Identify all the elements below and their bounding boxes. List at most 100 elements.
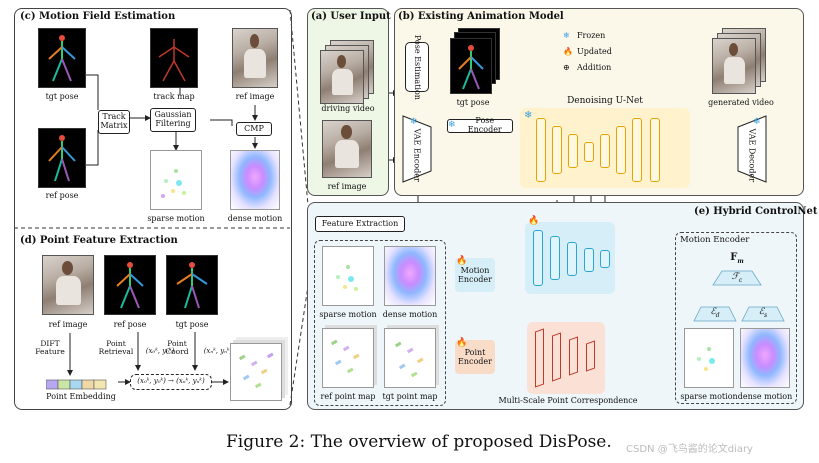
controlnet-flame-icon: 🔥 — [528, 216, 540, 226]
unet-block-7 — [632, 118, 642, 182]
multi-scale-block-2 — [552, 332, 561, 382]
vae-encoder-snowflake-icon: ❄ — [410, 117, 418, 127]
panel-e-title: (e) Hybrid ControlNet — [694, 206, 818, 217]
controlnet-block-5 — [600, 250, 610, 268]
ref-image-a-label: ref image — [327, 182, 367, 191]
sparse-motion-image-me — [684, 328, 734, 388]
tgt-pose-image-d — [166, 255, 218, 315]
multi-scale-label: Multi-Scale Point Correspondence — [498, 396, 638, 405]
pose-estimation-box: Pose Estimation — [405, 34, 429, 100]
pose-encoder-label: Pose Encoder — [467, 116, 502, 134]
sparse-motion-image-e — [322, 246, 374, 306]
legend-addition: ⊕Addition — [563, 60, 612, 76]
vae-encoder-label: VAE Encoder — [412, 128, 422, 182]
tgt-point-map — [384, 328, 436, 388]
track-map-label: track map — [153, 92, 195, 101]
controlnet-block-1 — [533, 230, 543, 286]
es-label: ℰs — [758, 307, 768, 319]
motion-encoder-flame-icon: 🔥 — [456, 256, 468, 266]
point-retrieval-label: Point Retrieval — [98, 339, 134, 357]
point-coord-label: Point Coord — [165, 339, 189, 357]
motion-encoder-label: Motion Encoder — [458, 265, 492, 284]
unet-snowflake-icon: ❄ — [524, 110, 533, 121]
unet-block-8 — [650, 118, 660, 182]
dift-feature-label: DIFT Feature — [35, 339, 65, 357]
unet-block-5 — [600, 134, 610, 168]
controlnet-block-2 — [550, 236, 560, 280]
tgt-pose-label-d: tgt pose — [175, 320, 209, 329]
watermark: CSDN @飞鸟酱的论文diary — [626, 444, 753, 455]
ref-pose-label-c: ref pose — [45, 191, 79, 200]
vae-decoder-label: VAE Decoder — [747, 128, 757, 183]
dense-motion-image-me — [740, 328, 790, 388]
coord-ref-label: (x₀ᵏ, y₀ᵏ) — [145, 347, 175, 355]
point-encoder-box: 🔥 Point Encoder — [455, 338, 495, 374]
snowflake-icon: ❄ — [563, 31, 570, 40]
unet-block-1 — [536, 118, 546, 182]
dense-motion-label-e: dense motion — [382, 310, 438, 319]
unet-block-6 — [616, 126, 626, 174]
sparse-motion-label-c: sparse motion — [147, 214, 205, 223]
ref-image-d — [42, 255, 94, 315]
vae-decoder-shape — [737, 115, 767, 183]
fm-label: Fm — [730, 252, 744, 265]
track-map-image — [150, 28, 198, 88]
pose-estimation-label: Pose Estimation — [413, 34, 423, 100]
ed-trapezoid — [693, 306, 737, 322]
point-embedding-label: Point Embedding — [46, 392, 116, 401]
pose-encoder-snowflake-icon: ❄ — [448, 120, 456, 131]
dense-motion-label-c: dense motion — [227, 214, 283, 223]
unet-block-3 — [568, 134, 578, 168]
coord-tgt-label: (xₙᵏ, yₙᵏ) — [203, 347, 233, 355]
dense-motion-label-me: dense motion — [737, 392, 793, 401]
ref-image-c-label: ref image — [235, 92, 275, 101]
tgt-pose-image — [38, 28, 86, 88]
motion-encoder-detail-box — [675, 232, 797, 404]
denoising-unet-label: Denoising U-Net — [567, 96, 643, 106]
feature-maps-dashed-box — [314, 240, 446, 406]
panel-d-title: (d) Point Feature Extraction — [20, 235, 178, 246]
ref-point-map-label: ref point map — [320, 392, 376, 401]
panel-c-title: (c) Motion Field Estimation — [20, 11, 176, 22]
point-mapping-box: (x₀ᵏ, y₀ᵏ) → (xₙᵏ, yₙᵏ) — [130, 374, 212, 390]
ref-pose-image-c — [38, 128, 86, 188]
point-encoder-flame-icon: 🔥 — [456, 338, 468, 348]
panel-point-feature-extraction — [14, 228, 292, 410]
ref-image-d-label: ref image — [48, 320, 88, 329]
ed-label: ℰd — [710, 307, 720, 319]
point-map-stack-d — [230, 343, 282, 401]
legend-frozen: ❄Frozen — [563, 28, 612, 44]
fc-label: ℱc — [731, 272, 743, 284]
tgt-point-map-label: tgt point map — [382, 392, 438, 401]
controlnet-block-4 — [584, 248, 594, 272]
panel-b-title: (b) Existing Animation Model — [398, 11, 564, 22]
sparse-motion-image-c — [150, 150, 202, 210]
feature-extraction-box: Feature Extraction — [315, 216, 405, 232]
flame-icon: 🔥 — [563, 47, 573, 56]
driving-video-frame — [320, 50, 364, 104]
point-encoder-label: Point Encoder — [458, 347, 492, 366]
cmp-box: CMP — [236, 122, 272, 136]
addition-icon: ⊕ — [563, 63, 570, 72]
sparse-motion-label-me: sparse motion — [680, 392, 738, 401]
sparse-motion-label-e: sparse motion — [319, 310, 377, 319]
track-matrix-box: Track Matrix — [98, 110, 130, 134]
gaussian-filtering-box: Gaussian Filtering — [150, 108, 196, 132]
es-trapezoid — [741, 306, 785, 322]
motion-encoder-box: 🔥 Motion Encoder — [455, 256, 495, 292]
multi-scale-block-1 — [535, 328, 544, 388]
vae-decoder-snowflake-icon: ❄ — [753, 117, 761, 127]
unet-block-4 — [584, 142, 594, 162]
dense-motion-image-c — [230, 150, 280, 210]
tgt-pose-b-label: tgt pose — [456, 98, 490, 107]
legend: ❄Frozen 🔥Updated ⊕Addition — [563, 28, 612, 76]
figure-caption: Figure 2: The overview of proposed DisPo… — [226, 432, 612, 452]
panel-a-title: (a) User Input — [311, 11, 391, 22]
multi-scale-block-3 — [569, 336, 578, 376]
unet-block-2 — [552, 126, 562, 174]
dense-motion-image-e — [384, 246, 436, 306]
ref-image-a — [322, 120, 372, 178]
point-embedding-blocks — [45, 375, 118, 390]
legend-updated: 🔥Updated — [563, 44, 612, 60]
ref-image-c — [232, 28, 278, 88]
